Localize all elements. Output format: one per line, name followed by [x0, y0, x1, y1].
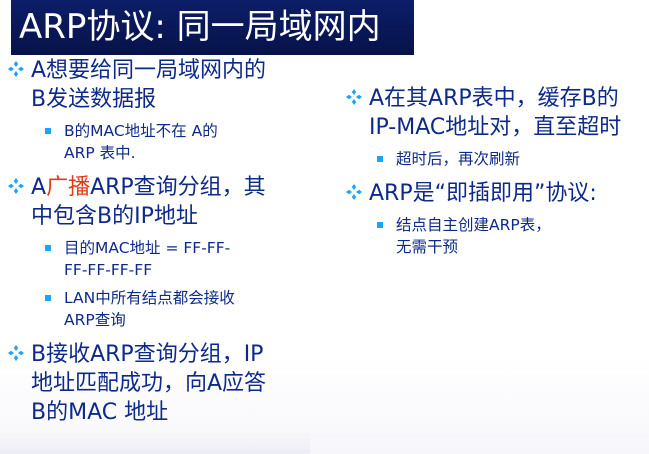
sub-bullet-line: ARP 表中. — [64, 144, 136, 162]
square-bullet-icon — [377, 222, 383, 228]
sub-bullet-line: FF-FF-FF-FF — [64, 261, 153, 279]
highlight-broadcast: 广播 — [46, 175, 91, 200]
sub-bullet-line: 目的MAC地址 = FF-FF- — [64, 239, 231, 257]
right-column: A在其ARP表中，缓存B的 IP-MAC地址对，直至超时 超时后，再次刷新 AR… — [338, 84, 649, 258]
left-column: A想要给同一局域网内的 B发送数据报 B的MAC地址不在 A的 ARP 表中. … — [0, 56, 320, 427]
sub-bullet-line: ARP查询 — [64, 311, 126, 329]
four-diamond-bullet-icon — [8, 345, 24, 361]
bullet-line: A在其ARP表中，缓存B的 — [369, 86, 619, 111]
square-bullet-icon — [377, 156, 383, 162]
bullet-line: A想要给同一局域网内的 — [31, 58, 267, 83]
bullet-line: B接收ARP查询分组，IP — [31, 342, 264, 367]
four-diamond-bullet-icon — [8, 61, 24, 77]
bullet-rest: ARP查询分组，其 — [90, 175, 266, 200]
bullet-item: A在其ARP表中，缓存B的 IP-MAC地址对，直至超时 — [338, 84, 649, 142]
sub-bullet-item: 结点自主创建ARP表， 无需干预 — [338, 214, 649, 258]
title-bar: ARP协议: 同一局域网内 — [11, 0, 414, 55]
sub-bullet-line: 无需干预 — [396, 238, 459, 256]
bullet-line: B的MAC 地址 — [31, 400, 169, 425]
bullet-line: 地址匹配成功，向A应答 — [31, 371, 267, 396]
slide-title: ARP协议: 同一局域网内 — [19, 7, 381, 47]
bullet-line: ARP是“即插即用”协议: — [369, 181, 597, 206]
sub-bullet-line: LAN中所有结点都会接收 — [64, 289, 235, 307]
bullet-line: 中包含B的IP地址 — [31, 204, 198, 229]
bullet-item: B接收ARP查询分组，IP 地址匹配成功，向A应答 B的MAC 地址 — [0, 340, 320, 427]
sub-bullet-item: 超时后，再次刷新 — [338, 148, 649, 170]
bullet-line: A广播ARP查询分组，其 — [31, 173, 320, 202]
square-bullet-icon — [45, 245, 51, 251]
sub-bullet-line: 超时后，再次刷新 — [396, 150, 521, 168]
four-diamond-bullet-icon — [8, 178, 24, 194]
four-diamond-bullet-icon — [346, 89, 362, 105]
sub-bullet-line: B的MAC地址不在 A的 — [64, 122, 218, 140]
bullet-item: ARP是“即插即用”协议: — [338, 179, 649, 208]
sub-bullet-item: B的MAC地址不在 A的 ARP 表中. — [0, 120, 320, 164]
sub-bullet-item: LAN中所有结点都会接收 ARP查询 — [0, 287, 320, 331]
sub-bullet-item: 目的MAC地址 = FF-FF- FF-FF-FF-FF — [0, 237, 320, 281]
bullet-line: B发送数据报 — [31, 87, 157, 112]
bottom-fade — [0, 430, 310, 454]
four-diamond-bullet-icon — [346, 184, 362, 200]
sub-bullet-line: 结点自主创建ARP表， — [396, 216, 551, 234]
square-bullet-icon — [45, 295, 51, 301]
bullet-item: A想要给同一局域网内的 B发送数据报 — [0, 56, 320, 114]
square-bullet-icon — [45, 128, 51, 134]
bullet-prefix: A — [31, 175, 47, 200]
bullet-item: A广播ARP查询分组，其 中包含B的IP地址 — [0, 173, 320, 231]
bullet-line: IP-MAC地址对，直至超时 — [369, 115, 622, 140]
